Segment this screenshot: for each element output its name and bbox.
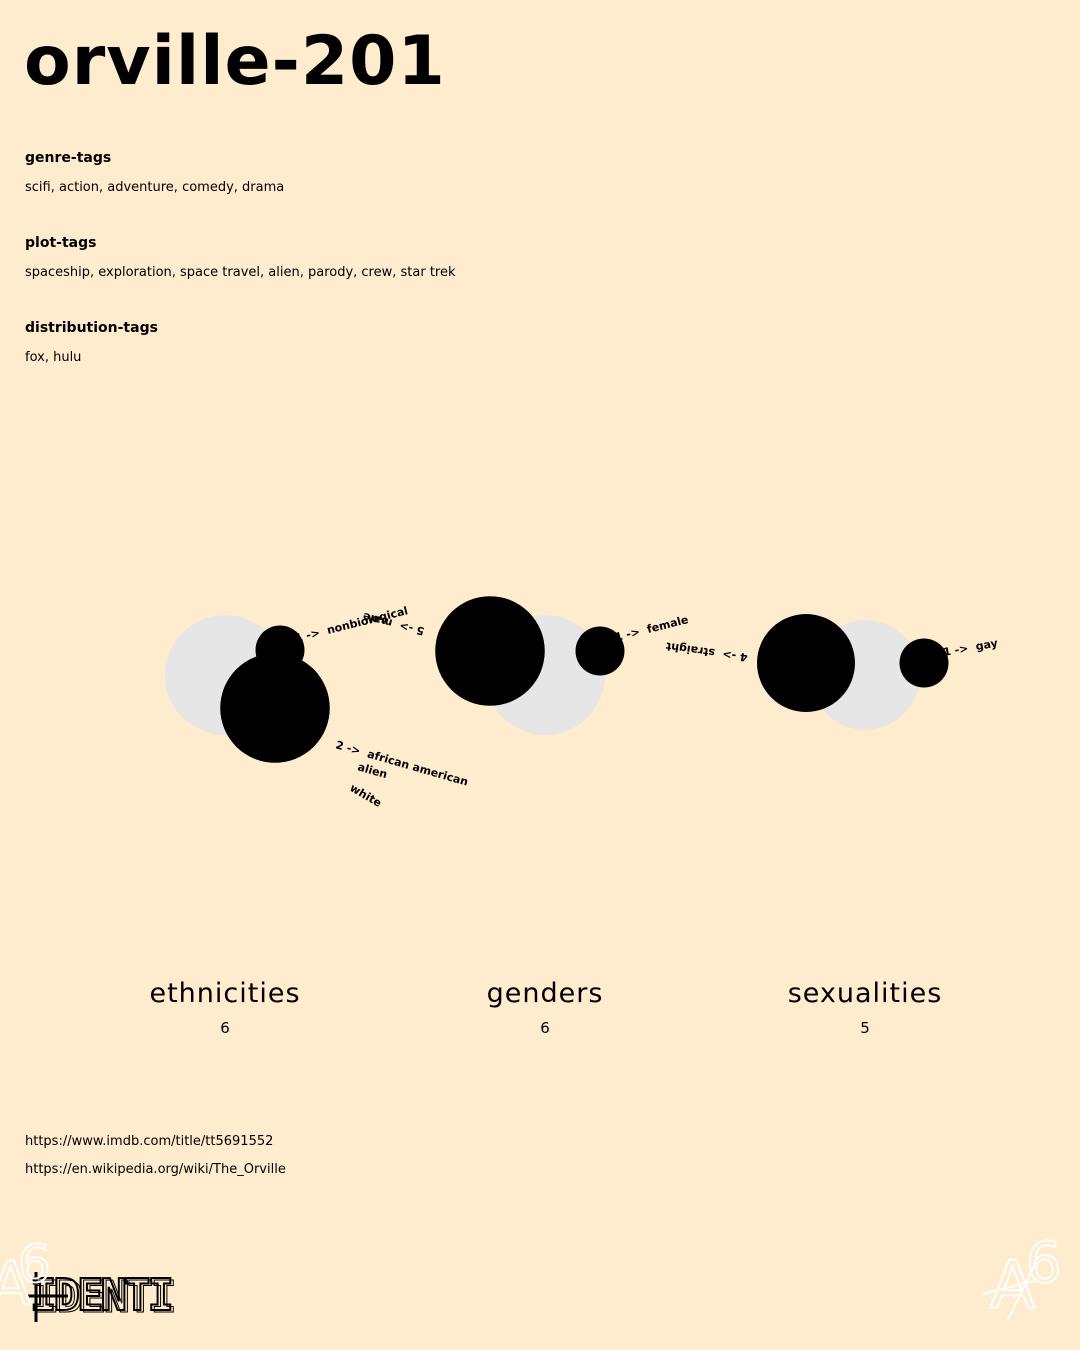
plot-tags-section: plot-tags spaceship, exploration, space … [25,235,456,280]
genre-tags-heading: genre-tags [25,150,112,166]
identi-logo: IDENTI IDENTI [28,1262,188,1328]
ethnicities-group-circle [255,625,305,675]
page-title: orville-201 [24,22,446,101]
distribution-tags-section: distribution-tags fox, hulu [25,320,158,365]
corner-mark-left: A 6 [0,1222,60,1326]
ethnicities-count: 6 [220,1019,230,1037]
plot-tags-values: spaceship, exploration, space travel, al… [25,265,456,280]
wikipedia-link[interactable]: https://en.wikipedia.org/wiki/The_Orvill… [25,1162,286,1177]
distribution-tags-values: fox, hulu [25,350,82,365]
genders-label: genders [486,978,604,1009]
genders-group-circle [435,596,545,706]
genders-count: 6 [540,1019,550,1037]
sexualities-group-circle [757,614,855,712]
ethnicities-group-circle [220,653,330,763]
ethnicities-label: ethnicities [149,978,301,1009]
imdb-link[interactable]: https://www.imdb.com/title/tt5691552 [25,1134,274,1149]
sexualities-label: sexualities [787,978,943,1009]
genre-tags-values: scifi, action, adventure, comedy, drama [25,180,285,195]
sexualities-group-label: 4 -> straight [665,640,748,664]
genre-tags-section: genre-tags scifi, action, adventure, com… [25,150,284,195]
svg-text:6: 6 [18,1235,51,1295]
sexualities-count: 5 [860,1019,870,1037]
genders-group-label: 1 -> female [614,613,690,644]
sexualities-group-circle [899,638,949,688]
sexualities-group-label: 1 -> gay [942,637,998,659]
plot-tags-heading: plot-tags [25,235,97,251]
distribution-tags-heading: distribution-tags [25,320,158,336]
svg-text:A: A [0,1249,31,1319]
svg-text:6: 6 [1026,1231,1062,1296]
corner-mark-right: A 6 [978,1222,1078,1326]
genders-group-circle [575,626,625,676]
ethnicities-group-label: white [348,781,384,810]
